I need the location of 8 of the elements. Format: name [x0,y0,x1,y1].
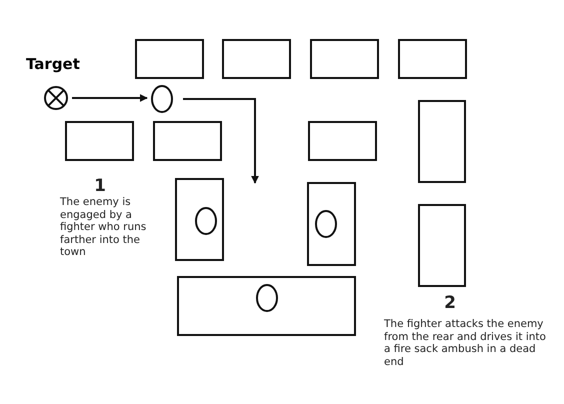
step-number: 1 [93,176,107,196]
step-description: The fighter attacks the enemy from the rear and drives it into a fire sack ambush in a dead end [384,318,547,368]
arrow [72,94,148,102]
fighter-circle [151,85,173,113]
target-label: Target [26,55,80,73]
step-description: The enemy is engaged by a fighter who runs farther into the town [60,196,148,259]
arrow [183,98,259,184]
step-number: 2 [443,293,457,314]
